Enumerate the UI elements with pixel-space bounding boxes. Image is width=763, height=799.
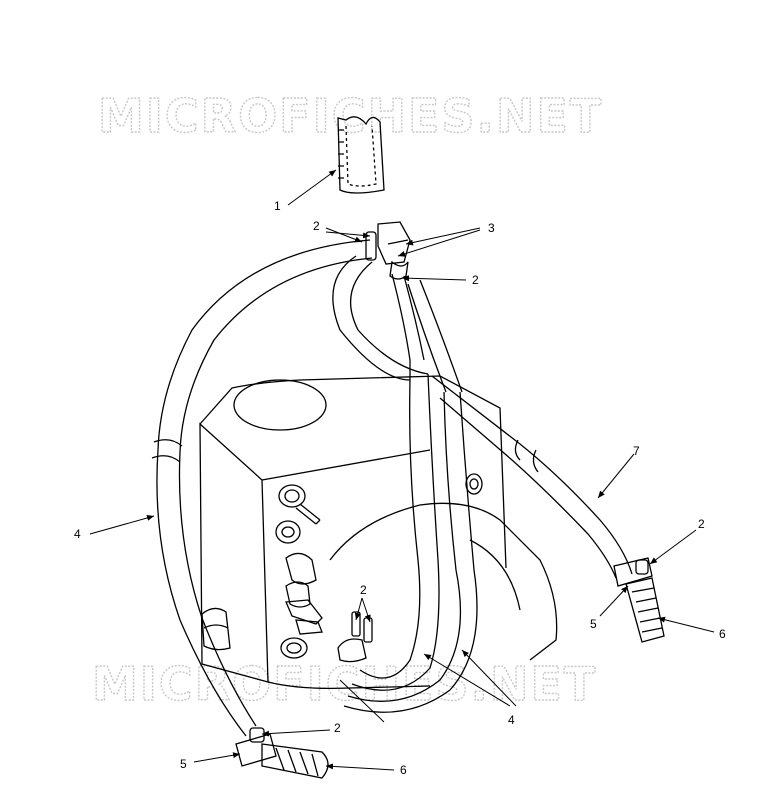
hose-right — [431, 375, 633, 579]
callout-7: 7 — [633, 444, 640, 458]
oil-tank — [199, 375, 558, 690]
callout-2-right: 2 — [698, 517, 705, 531]
clamp-bottom-center — [337, 611, 373, 663]
callout-1: 1 — [274, 199, 281, 213]
callout-4-bottom: 4 — [508, 713, 515, 727]
callout-2-center: 2 — [360, 583, 367, 597]
callout-2-elbow: 2 — [472, 273, 479, 287]
leader-lines — [89, 169, 715, 771]
hose-clip-part — [337, 116, 385, 194]
callout-6-bottom: 6 — [400, 763, 407, 777]
callout-5-bottom: 5 — [180, 757, 187, 771]
callout-2-bottom: 2 — [334, 721, 341, 735]
watermark-top: MICROFICHES.NET — [98, 89, 603, 143]
clamp-filter-right — [613, 557, 665, 643]
callout-6-right: 6 — [719, 627, 726, 641]
hose-left-outer — [151, 239, 373, 737]
callout-4-left: 4 — [74, 527, 81, 541]
clamp-filter-left — [235, 727, 329, 779]
callout-2-top: 2 — [313, 219, 320, 233]
elbow-fitting — [365, 221, 411, 280]
callout-3: 3 — [488, 221, 495, 235]
callout-5-right: 5 — [590, 617, 597, 631]
hose-inner-loops — [332, 255, 478, 713]
